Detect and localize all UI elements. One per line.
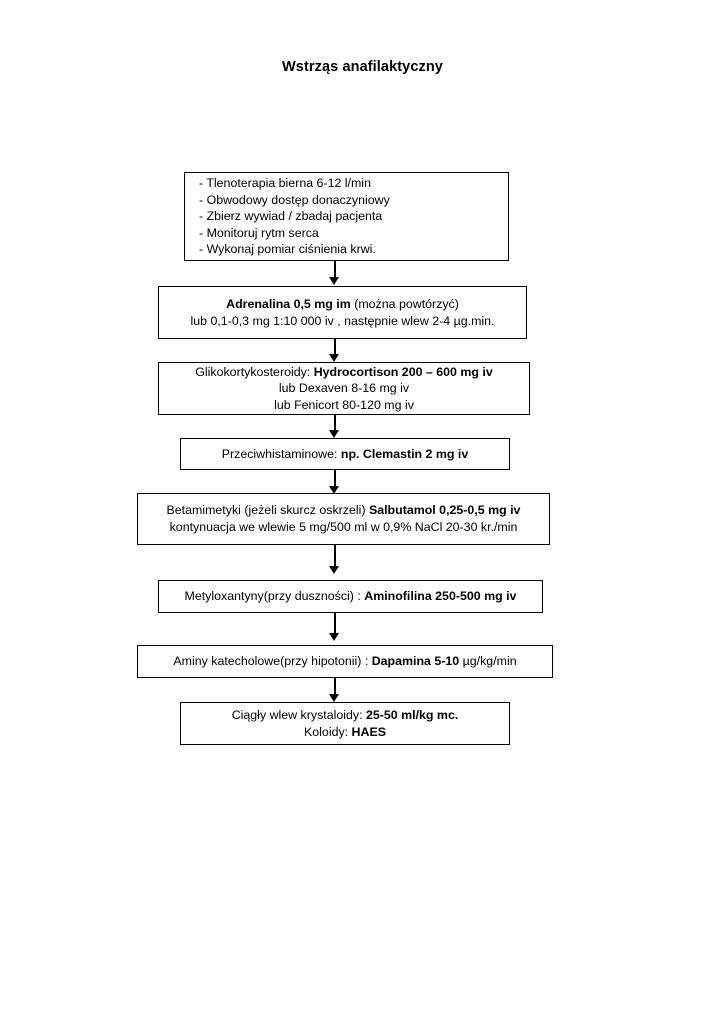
node-line-bold: Aminofilina 250-500 mg iv [364,589,517,604]
arrowhead-3 [329,430,339,438]
flow-node-glucocorticosteroids: Glikokortykosteroidy: Hydrocortison 200 … [158,362,530,415]
node-line-bold: HAES [351,724,386,739]
node-line: Metyloxantyny(przy duszności) : Aminofil… [159,588,542,605]
node-line-bold: Adrenalina 0,5 mg im [226,296,351,311]
node-line-plain: Przeciwhistaminowe: [221,446,341,461]
node-line-plain: Betamimetyki (jeżeli skurcz oskrzeli) [166,503,369,518]
node-line: lub 0,1-0,3 mg 1:10 000 iv , następnie w… [190,313,495,328]
node-line-bold: Hydrocortison 200 – 600 mg iv [313,364,493,379]
node-line: - Wykonaj pomiar ciśnienia krwi. [199,242,376,257]
arrowhead-7 [329,694,339,702]
arrowhead-4 [329,486,339,494]
node-line: Adrenalina 0,5 mg im (można powtórzyć) [159,296,526,313]
node-line: Przeciwhistaminowe: np. Clemastin 2 mg i… [181,446,509,463]
node-line: kontynuacja we wlewie 5 mg/500 ml w 0,9%… [169,520,518,534]
arrowhead-2 [329,354,339,362]
node-line: - Obwodowy dostęp donaczyniowy [199,192,390,207]
node-line: lub Dexaven 8-16 mg iv [278,381,410,396]
node-line-plain: Koloidy: [304,724,352,739]
node-line-plain: Ciągły wlew krystaloidy: [231,707,366,722]
flow-node-betamimetics: Betamimetyki (jeżeli skurcz oskrzeli) Sa… [137,493,550,545]
connector-1 [334,261,336,279]
node-line: - Monitoruj rytm serca [199,225,319,240]
node-line: lub Fenicort 80-120 mg iv [274,397,414,412]
flow-node-adrenaline: Adrenalina 0,5 mg im (można powtórzyć) l… [158,286,527,339]
arrowhead-1 [329,277,339,285]
connector-6 [334,613,336,634]
connector-2 [334,339,336,356]
node-line-plain: Aminy katecholowe(przy hipotonii) : [173,654,372,669]
node-line: Glikokortykosteroidy: Hydrocortison 200 … [159,364,529,381]
flow-node-initial-management: - Tlenoterapia bierna 6-12 l/min - Obwod… [184,172,509,261]
node-line: Ciągły wlew krystaloidy: 25-50 ml/kg mc. [181,707,509,724]
node-line: Koloidy: HAES [181,724,509,741]
node-line: - Tlenoterapia bierna 6-12 l/min [199,176,371,191]
node-line: Betamimetyki (jeżeli skurcz oskrzeli) Sa… [138,502,549,519]
page-title: Wstrząs anafilaktyczny [282,59,443,75]
node-line-bold: Salbutamol 0,25-0,5 mg iv [368,503,521,518]
node-line-plain: Glikokortykosteroidy: [195,364,314,379]
flow-node-methylxanthines: Metyloxantyny(przy duszności) : Aminofil… [158,580,543,613]
arrowhead-6 [329,633,339,641]
connector-7 [334,678,336,695]
connector-4 [334,470,336,487]
arrowhead-5 [329,566,339,574]
node-line-plain: Metyloxantyny(przy duszności) : [184,589,365,604]
flow-node-antihistamines: Przeciwhistaminowe: np. Clemastin 2 mg i… [180,438,510,470]
node-line-bold: Dapamina 5-10 [371,654,460,669]
node-line-plain: (można powtórzyć) [350,296,459,311]
connector-3 [334,415,336,431]
node-line-bold: 25-50 ml/kg mc. [365,707,459,722]
flow-node-fluids: Ciągły wlew krystaloidy: 25-50 ml/kg mc.… [180,702,510,745]
node-line: - Zbierz wywiad / zbadaj pacjenta [199,209,383,224]
connector-5 [334,545,336,567]
node-line: Aminy katecholowe(przy hipotonii) : Dapa… [138,653,552,670]
flow-node-catecholamines: Aminy katecholowe(przy hipotonii) : Dapa… [137,645,553,678]
node-line-bold: np. Clemastin 2 mg iv [340,446,469,461]
node-line-plain-after: µg/kg/min [459,654,517,669]
